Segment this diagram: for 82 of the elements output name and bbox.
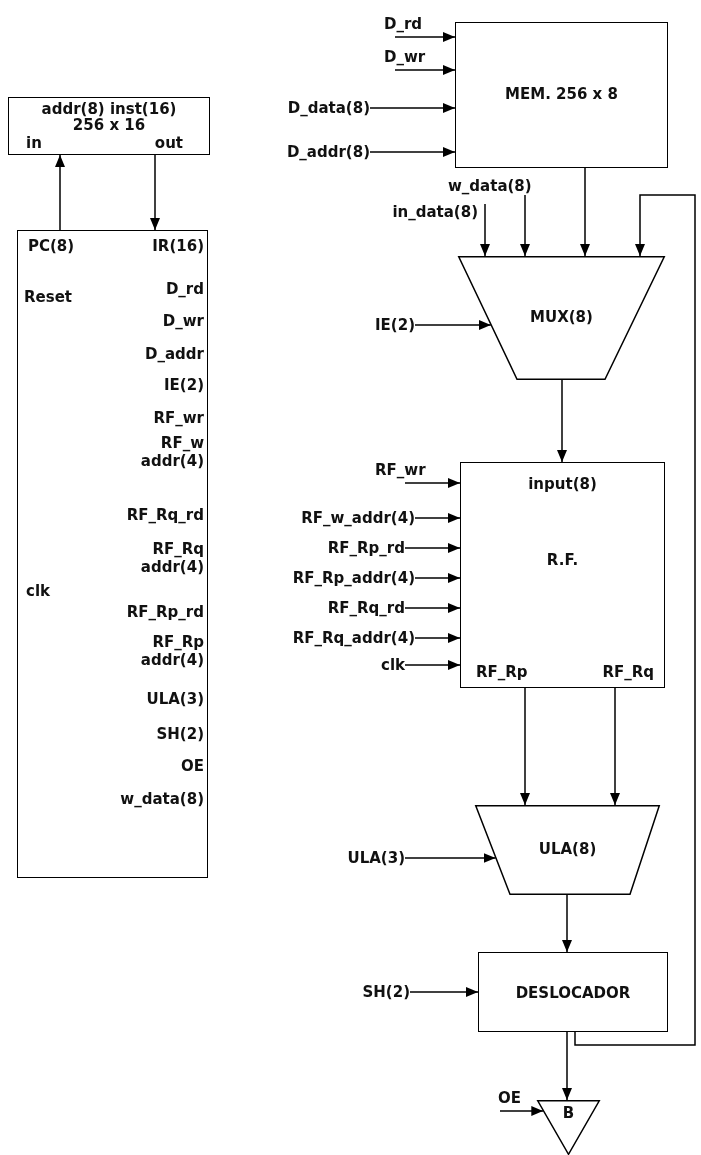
arrow: [574, 194, 696, 1046]
port-label: OE: [181, 757, 204, 775]
port-label: IR(16): [152, 237, 204, 255]
port-label: RF_wr: [153, 409, 204, 427]
alu-trapezoid: [475, 805, 660, 895]
arrow: [55, 154, 65, 231]
arrow: [562, 1031, 572, 1101]
signal-label: D_data(8): [287, 99, 370, 117]
register-file-box: [460, 462, 665, 688]
arrow: [394, 32, 456, 42]
signal-label: D_addr(8): [286, 143, 370, 161]
arrow: [369, 103, 456, 113]
port-label: RF_w addr(4): [139, 434, 204, 470]
port-label: SH(2): [156, 725, 204, 743]
port-label: D_wr: [162, 312, 204, 330]
signal-label: RF_Rp_rd: [327, 539, 405, 557]
signal-label: RF_w_addr(4): [301, 509, 415, 527]
arrow: [409, 987, 479, 997]
signal-label: ULA(3): [347, 849, 405, 867]
arrow: [499, 1106, 545, 1116]
arrow: [480, 203, 490, 257]
signal-label: clk: [381, 656, 405, 674]
block-label: 256 x 16: [72, 116, 146, 134]
signal-label: RF_wr: [375, 461, 426, 479]
arrow: [369, 147, 456, 157]
arrow: [404, 543, 461, 553]
signal-label: RF_Rq_addr(4): [292, 629, 415, 647]
signal-label: D_rd: [384, 15, 423, 33]
port-label: RF_Rq_rd: [126, 506, 204, 524]
block-label: addr(8) inst(16): [40, 100, 178, 118]
arrow: [580, 167, 590, 257]
arrow: [557, 379, 567, 463]
signal-label: SH(2): [362, 983, 410, 1001]
port-label: Reset: [24, 288, 72, 306]
arrow: [414, 573, 461, 583]
signal-label: D_wr: [384, 48, 426, 66]
port-label: ULA(3): [146, 690, 204, 708]
port-label: input(8): [527, 475, 598, 493]
port-label: w_data(8): [120, 790, 204, 808]
arrow: [150, 154, 160, 231]
signal-label: RF_Rq_rd: [327, 599, 405, 617]
control-unit-box: [17, 230, 208, 878]
arrow: [520, 194, 530, 257]
block-label: B: [561, 1104, 576, 1122]
arrow: [404, 478, 461, 488]
multiplexer-trapezoid: [458, 256, 665, 380]
memory-box: [455, 22, 668, 168]
port-label: RF_Rq: [602, 663, 654, 681]
arrow: [562, 894, 572, 953]
arrow: [520, 687, 530, 806]
port-label: RF_Rp: [476, 663, 528, 681]
block-label: out: [154, 134, 183, 152]
port-label: clk: [26, 582, 50, 600]
signal-label: w_data(8): [448, 177, 532, 195]
arrow: [404, 660, 461, 670]
arrow: [394, 65, 456, 75]
arrow: [610, 687, 620, 806]
port-label: R.F.: [545, 551, 580, 569]
signal-label: OE: [498, 1089, 521, 1107]
block-label: MEM. 256 x 8: [504, 85, 619, 103]
arrow: [414, 633, 461, 643]
block-label: MUX(8): [529, 308, 594, 326]
signal-label: RF_Rp_addr(4): [292, 569, 415, 587]
arrow: [414, 320, 492, 330]
shifter-box: [478, 952, 668, 1032]
port-label: PC(8): [28, 237, 75, 255]
arrow: [404, 603, 461, 613]
arrow: [414, 513, 461, 523]
buffer-triangle: [537, 1100, 600, 1155]
signal-label: in_data(8): [392, 203, 478, 221]
block-label: ULA(8): [537, 840, 598, 858]
block-label: in: [26, 134, 42, 152]
arrow: [404, 853, 497, 863]
port-label: D_addr: [145, 345, 204, 363]
port-label: RF_Rp_rd: [126, 603, 204, 621]
block-label: DESLOCADOR: [514, 984, 632, 1002]
signal-label: IE(2): [375, 316, 415, 334]
port-label: D_rd: [165, 280, 204, 298]
port-label: RF_Rq addr(4): [139, 540, 204, 576]
port-label: IE(2): [164, 376, 204, 394]
memory-box: [8, 97, 210, 155]
port-label: RF_Rp addr(4): [139, 633, 204, 669]
